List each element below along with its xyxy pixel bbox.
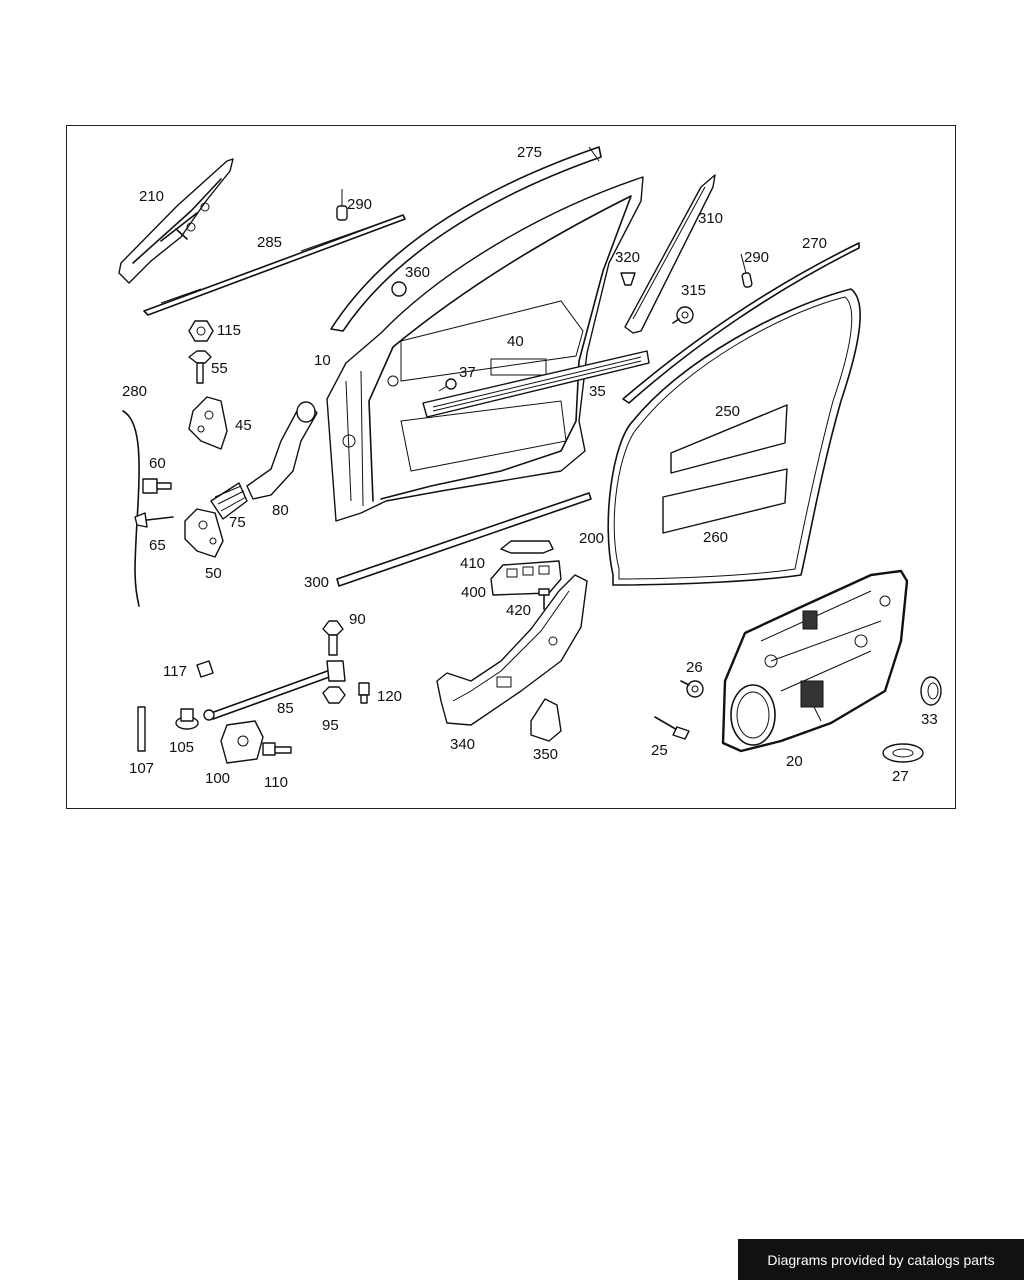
part-35-impact-beam <box>422 350 650 418</box>
label-115: 115 <box>217 322 241 339</box>
footer-credit-banner: Diagrams provided by catalogs parts <box>738 1239 1024 1280</box>
part-100-plate <box>220 720 264 764</box>
label-117: 117 <box>163 663 187 680</box>
label-80: 80 <box>272 502 289 519</box>
label-270: 270 <box>802 235 827 252</box>
label-275: 275 <box>517 144 542 161</box>
part-270-outer-belt <box>622 242 860 404</box>
label-25: 25 <box>651 742 668 759</box>
label-27: 27 <box>892 768 909 785</box>
label-10: 10 <box>314 352 331 369</box>
label-105: 105 <box>169 739 194 756</box>
label-290: 290 <box>347 196 372 213</box>
label-200: 200 <box>579 530 604 547</box>
part-315-screw <box>672 306 694 324</box>
part-60-bolt <box>142 478 172 494</box>
part-280-cable <box>122 410 140 607</box>
label-85: 85 <box>277 700 294 717</box>
label-260: 260 <box>703 529 728 546</box>
label-75: 75 <box>229 514 246 531</box>
label-20: 20 <box>786 753 803 770</box>
label-400: 400 <box>461 584 486 601</box>
label-340: 340 <box>450 736 475 753</box>
label-285: 285 <box>257 234 282 251</box>
part-360-plug <box>391 281 407 297</box>
part-50-lower-hinge <box>184 508 224 558</box>
label-33: 33 <box>921 711 938 728</box>
label-90: 90 <box>349 611 366 628</box>
part-65-screw <box>134 512 174 528</box>
part-275-upper-seal <box>330 146 602 332</box>
part-300-lower-seal <box>336 492 592 587</box>
label-35: 35 <box>589 383 606 400</box>
part-285-belt-strip <box>143 214 406 316</box>
label-310: 310 <box>698 210 723 227</box>
part-45-upper-hinge <box>188 396 228 450</box>
part-115-nut <box>188 320 214 342</box>
part-107-rod <box>137 706 146 752</box>
part-55-bolt <box>188 350 212 384</box>
label-107: 107 <box>129 760 154 777</box>
part-200-door-seal <box>607 288 861 586</box>
part-400-switch-block <box>490 560 562 596</box>
label-55: 55 <box>211 360 228 377</box>
part-410-gasket <box>500 540 554 554</box>
label-280: 280 <box>122 383 147 400</box>
part-340-trim-bracket <box>436 574 588 726</box>
label-410: 410 <box>460 555 485 572</box>
part-110-bolt <box>262 742 292 756</box>
label-120: 120 <box>377 688 402 705</box>
part-260-insulation <box>662 468 788 534</box>
part-90-bolt <box>322 620 344 656</box>
part-350-cover <box>530 698 562 742</box>
part-10-door-shell <box>326 176 644 522</box>
label-350: 350 <box>533 746 558 763</box>
part-26-screw <box>680 680 704 698</box>
label-45: 45 <box>235 417 252 434</box>
label-60: 60 <box>149 455 166 472</box>
label-250: 250 <box>715 403 740 420</box>
label-37: 37 <box>459 364 476 381</box>
part-95-nut <box>322 686 346 704</box>
label-360: 360 <box>405 264 430 281</box>
label-65: 65 <box>149 537 166 554</box>
part-75-boot <box>210 482 248 520</box>
part-33-plug <box>920 676 942 706</box>
part-290-clip-b <box>740 253 753 288</box>
footer-credit-text: Diagrams provided by catalogs parts <box>767 1251 995 1268</box>
part-105-grommet <box>175 708 199 730</box>
part-310-window-channel <box>624 174 716 334</box>
part-37-screw <box>438 378 457 392</box>
part-80-wiring-grommet <box>246 401 318 500</box>
part-120-stud <box>358 682 370 704</box>
part-250-insulation <box>670 404 788 474</box>
part-25-pin <box>654 716 690 740</box>
part-117-plug <box>196 660 214 678</box>
part-20-regulator-carrier <box>721 569 909 753</box>
label-95: 95 <box>322 717 339 734</box>
label-210: 210 <box>139 188 164 205</box>
label-50: 50 <box>205 565 222 582</box>
callout-labels: 210 290 285 275 360 310 320 290 270 315 … <box>122 144 938 791</box>
label-420: 420 <box>506 602 531 619</box>
label-320: 320 <box>615 249 640 266</box>
label-40: 40 <box>507 333 524 350</box>
label-300: 300 <box>304 574 329 591</box>
label-100: 100 <box>205 770 230 787</box>
label-290: 290 <box>744 249 769 266</box>
part-320-grommet <box>620 272 636 286</box>
label-110: 110 <box>264 774 288 791</box>
part-420-screw <box>538 588 550 610</box>
part-290-clip-a <box>336 189 348 221</box>
part-210-mirror-trim <box>118 158 234 284</box>
label-26: 26 <box>686 659 703 676</box>
part-27-seal-ring <box>882 743 924 763</box>
part-85-door-check <box>203 660 346 721</box>
parts-diagram: 210 290 285 275 360 310 320 290 270 315 … <box>66 125 956 809</box>
label-315: 315 <box>681 282 706 299</box>
